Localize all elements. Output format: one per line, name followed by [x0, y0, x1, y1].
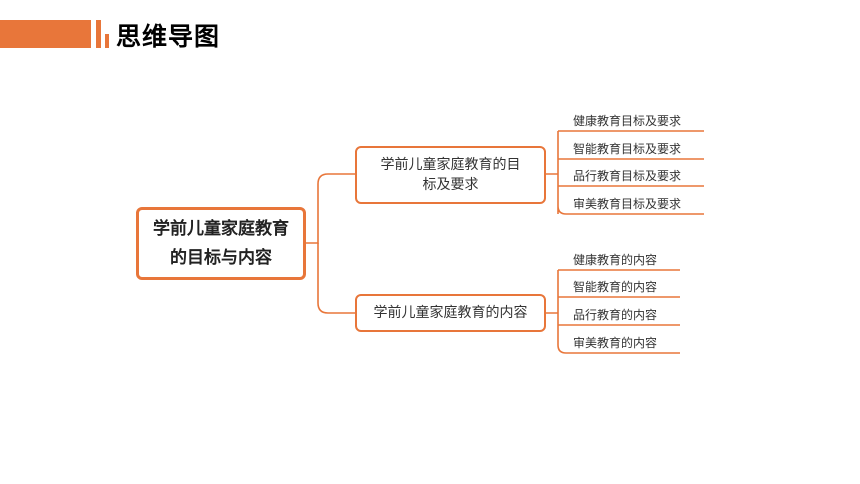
branch-node-content: 学前儿童家庭教育的内容 — [355, 294, 546, 332]
leaf-conduct-goals: 品行教育目标及要求 — [573, 169, 682, 183]
branch-node-goals: 学前儿童家庭教育的目标及要求 — [355, 146, 546, 204]
leaf-aesthetic-goals: 审美教育目标及要求 — [573, 197, 682, 211]
leaf-intellect-content: 智能教育的内容 — [573, 280, 658, 294]
leaf-underline-1-4 — [557, 205, 704, 215]
leaf-underline-2-4 — [557, 344, 680, 354]
header-accent-tick-small — [105, 34, 109, 48]
leaf-intellect-goals: 智能教育目标及要求 — [573, 142, 682, 156]
leaf-health-content: 健康教育的内容 — [573, 253, 658, 267]
leaf-health-goals: 健康教育目标及要求 — [573, 114, 682, 128]
leaf-conduct-content: 品行教育的内容 — [573, 308, 658, 322]
mindmap-root-node: 学前儿童家庭教育的目标与内容 — [136, 207, 306, 280]
connector-root-branch2 — [317, 243, 355, 314]
header-accent-bar — [0, 20, 91, 48]
connector-branch1-leaves — [546, 131, 559, 206]
leaf-aesthetic-content: 审美教育的内容 — [573, 336, 658, 350]
connector-root-branch1 — [306, 173, 355, 244]
page-title: 思维导图 — [116, 22, 221, 51]
header-accent-tick — [96, 20, 101, 48]
connector-branch2-leaves — [546, 270, 559, 345]
